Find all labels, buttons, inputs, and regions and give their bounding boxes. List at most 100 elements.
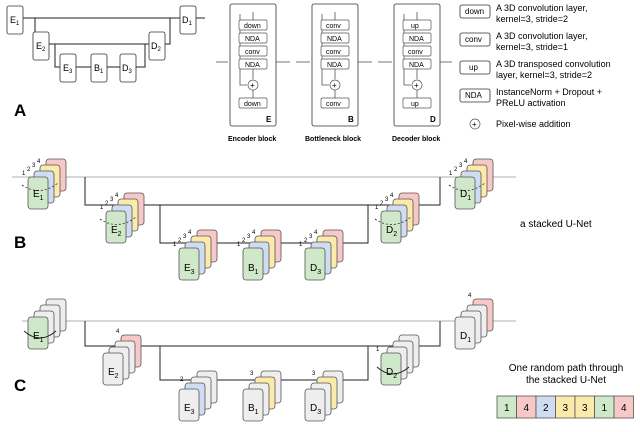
b-stack-number-e2-4: 4 — [115, 193, 119, 199]
legend: down A 3D convolution layer,kernel=3, st… — [459, 3, 611, 130]
path-box-value-2: 4 — [523, 403, 529, 414]
encoder-layer-5: down — [244, 101, 261, 108]
legend-key-conv: conv — [465, 35, 482, 44]
b-stack-number-e3-3: 3 — [183, 234, 187, 240]
b-stack-number-d3-3: 3 — [309, 234, 313, 240]
b-stack-number-e3-4: 4 — [188, 230, 192, 236]
b-stack-number-d1-4: 4 — [464, 159, 468, 165]
b-stack-number-d1-3: 3 — [459, 163, 463, 169]
path-box-value-3: 2 — [543, 403, 549, 414]
c-node-d3: D3 — [310, 403, 321, 416]
decoder-layer-3: conv — [408, 49, 423, 56]
b-stack-number-d1-2: 2 — [454, 167, 458, 173]
node-label-e3: E3 — [63, 63, 73, 75]
legend-desc-conv: A 3D convolution layer,kernel=3, stride=… — [496, 31, 588, 52]
encoder-layer-1: down — [244, 23, 261, 30]
c-path-number-d1: 4 — [468, 293, 472, 299]
b-stack-number-d2-2: 2 — [380, 201, 384, 207]
random-path-c: 4 2 3 3 1 4 E1 E2 E3 B1 D3 D2 D1 One random p… — [22, 293, 634, 422]
c-card-e2-1 — [102, 352, 124, 386]
b-stack-number-d1-1: 1 — [449, 171, 453, 177]
decoder-block: + up NDA conv NDA up D Decoder block — [378, 3, 452, 143]
path-box-7 — [613, 395, 634, 419]
b-stack-number-e2-1: 1 — [100, 205, 104, 211]
bottleneck-layer-2: NDA — [327, 36, 342, 43]
b-stack-number-e3-2: 2 — [178, 238, 182, 244]
b-stack-number-b1-3: 3 — [247, 234, 251, 240]
b-card-e2-1 — [105, 210, 127, 244]
c-path-number-d3: 3 — [312, 371, 316, 377]
b-node-e3: E3 — [184, 263, 195, 276]
c-card-e1-1 — [27, 316, 49, 350]
node-label-b1: B1 — [94, 63, 104, 75]
decoder-layer-5: up — [411, 101, 419, 108]
b-stack-number-d3-1: 1 — [299, 242, 303, 248]
b-stack-number-e2-3: 3 — [110, 197, 114, 203]
c-card-d2-1 — [380, 352, 402, 386]
c-path-number-e3: 2 — [180, 377, 184, 383]
path-box-value-5: 3 — [582, 403, 588, 414]
bottleneck-corner: B — [348, 115, 354, 124]
b-stack-number-d3-2: 2 — [304, 238, 308, 244]
encoder-title: Encoder block — [228, 136, 276, 143]
stacked-unet-label: a stacked U-Net — [520, 219, 592, 230]
c-card-b1-1 — [242, 388, 264, 422]
b-node-d2: D2 — [386, 225, 397, 238]
path-box-value-4: 3 — [562, 403, 568, 414]
c-path-number-e2: 4 — [116, 329, 120, 335]
c-node-b1: B1 — [248, 403, 259, 416]
bottleneck-block: + conv NDA conv NDA conv B Bottleneck bl… — [296, 3, 372, 143]
panel-label-a: A — [14, 101, 26, 120]
decoder-layer-1: up — [411, 23, 419, 30]
b-stack-number-d3-4: 4 — [314, 230, 318, 236]
bottleneck-layer-4: NDA — [327, 62, 342, 69]
legend-desc-down: A 3D convolution layer,kernel=3, stride=… — [496, 3, 588, 24]
decoder-layer-4: NDA — [409, 62, 424, 69]
decoder-corner: D — [430, 115, 436, 124]
b-card-d3-1 — [304, 247, 326, 281]
unet-a-nodes: E1 E2 E3 B1 D3 D2 D1 — [6, 5, 197, 83]
b-stack-number-e2-2: 2 — [105, 201, 109, 207]
b-card-e1-1 — [27, 176, 49, 210]
legend-desc-plus: Pixel-wise addition — [496, 119, 571, 129]
b-stack-number-e3-1: 1 — [173, 242, 177, 248]
path-box-value-6: 1 — [601, 403, 607, 414]
decoder-plus: + — [414, 81, 419, 90]
node-label-e2: E2 — [36, 41, 46, 53]
b-stack-number-d2-4: 4 — [390, 193, 394, 199]
b-node-labels: E1 E2 E3 B1 D3 D2 D1 — [33, 189, 471, 276]
encoder-layer-4: NDA — [245, 62, 260, 69]
b-stack-number-e1-4: 4 — [37, 159, 41, 165]
b-stack-number-d2-1: 1 — [375, 205, 379, 211]
c-node-e2: E2 — [108, 367, 119, 380]
bottleneck-layer-1: conv — [326, 23, 341, 30]
node-label-d3: D3 — [122, 63, 133, 75]
c-card-d3-1 — [304, 388, 326, 422]
decoder-title: Decoder block — [392, 136, 440, 143]
b-node-e1: E1 — [33, 189, 44, 202]
b-card-b1-1 — [242, 247, 264, 281]
b-stack-number-e1-1: 1 — [22, 171, 26, 177]
decoder-layer-2: NDA — [409, 36, 424, 43]
bottleneck-layer-5: conv — [326, 101, 341, 108]
b-stack-number-b1-1: 1 — [237, 242, 241, 248]
encoder-corner: E — [266, 115, 272, 124]
b-node-e2: E2 — [111, 225, 122, 238]
b-stack-number-b1-4: 4 — [252, 230, 256, 236]
legend-key-up: up — [469, 63, 478, 72]
c-connection-e1 — [23, 330, 57, 339]
path-box-value-7: 4 — [621, 403, 627, 414]
b-card-e3-1 — [178, 247, 200, 281]
bottleneck-plus: + — [332, 81, 337, 90]
legend-key-plus: + — [472, 120, 477, 129]
b-node-b1: B1 — [248, 263, 259, 276]
c-node-labels: E1 E2 E3 B1 D3 D2 D1 — [33, 331, 471, 416]
b-node-d1: D1 — [460, 189, 471, 202]
c-node-e3: E3 — [184, 403, 195, 416]
